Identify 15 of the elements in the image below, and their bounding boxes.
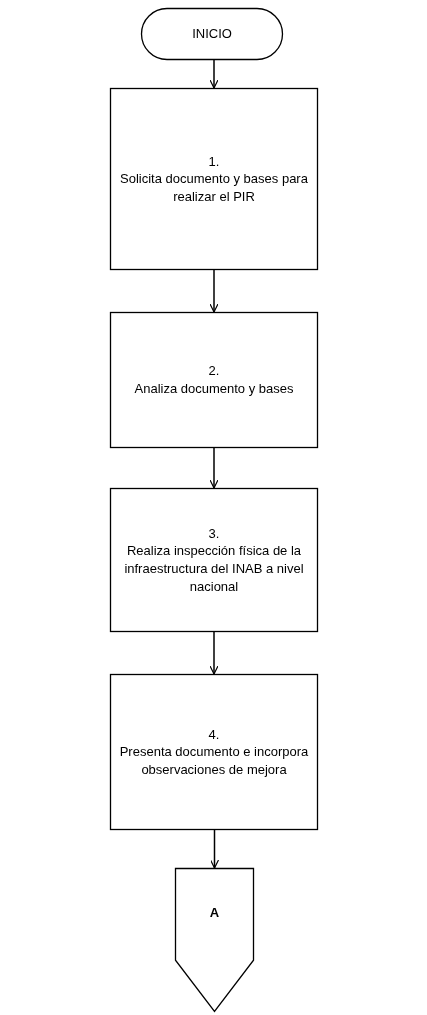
step-text: A <box>209 904 220 922</box>
arrow <box>209 631 219 675</box>
step-number: 2. <box>208 362 220 380</box>
step-number: 1. <box>208 152 220 171</box>
arrow <box>209 447 219 489</box>
step-text: INICIO <box>192 25 232 43</box>
step-text: Analiza documento y bases <box>134 380 294 398</box>
step-text: Solicita documento y bases para realizar el PIR <box>119 170 309 206</box>
step-text: Realiza inspección física de la infraestructura del INAB a nivel nacional <box>123 542 305 596</box>
arrow <box>209 59 219 89</box>
step-number: 3. <box>208 524 220 543</box>
step-number: 4. <box>208 725 220 744</box>
arrow <box>209 269 219 313</box>
arrow <box>209 829 220 869</box>
step-text: Presenta documento e incorpora observaciones de mejora <box>118 743 310 779</box>
